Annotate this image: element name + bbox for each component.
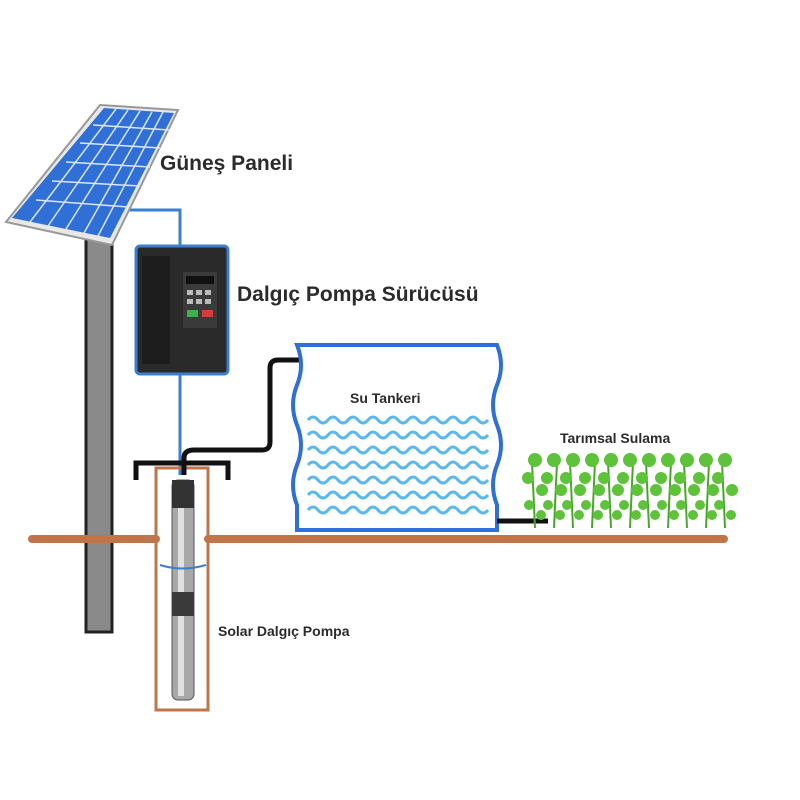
plant-leaf: [636, 472, 648, 484]
plant-leaf: [585, 453, 599, 467]
plant-leaf: [543, 500, 553, 510]
plant-leaf: [579, 472, 591, 484]
water-pipe: [181, 357, 322, 475]
plant-leaf: [712, 472, 724, 484]
plant-leaf: [631, 484, 643, 496]
label-pump-driver: Dalgıç Pompa Sürücüsü: [237, 283, 479, 306]
water-wave: [306, 415, 490, 425]
plant-leaf: [674, 472, 686, 484]
submersible-pump-icon: [171, 479, 195, 701]
plant-stem: [531, 461, 536, 529]
plant-leaf: [612, 510, 622, 520]
plant-leaf: [600, 500, 610, 510]
label-water-tank: Su Tankeri: [350, 390, 421, 406]
water-tank-icon: [291, 343, 503, 532]
label-solar-pump: Solar Dalgıç Pompa: [218, 623, 350, 639]
solar-panel-icon: [4, 103, 180, 247]
plant-leaf: [707, 484, 719, 496]
plant-leaf: [536, 484, 548, 496]
plant-leaf: [650, 510, 660, 520]
plant-leaf: [726, 510, 736, 520]
plant-leaf: [528, 453, 542, 467]
panel-pole: [84, 226, 114, 634]
plant-leaf: [693, 472, 705, 484]
plant-leaf: [642, 453, 656, 467]
plant-leaf: [631, 510, 641, 520]
plant-leaf: [555, 484, 567, 496]
plant-leaf: [699, 453, 713, 467]
plant-leaf: [688, 510, 698, 520]
plant-leaf: [541, 472, 553, 484]
plant-leaf: [524, 500, 534, 510]
plant-stem: [645, 461, 650, 529]
plant-leaf: [676, 500, 686, 510]
plant-leaf: [695, 500, 705, 510]
plant-leaf: [566, 453, 580, 467]
water-wave: [306, 460, 490, 470]
plant-leaf: [661, 453, 675, 467]
plant-stem: [569, 461, 574, 529]
plants-icon: [522, 453, 738, 529]
plant-stem: [553, 461, 558, 529]
pump-driver-icon: [134, 244, 230, 376]
plant-leaf: [669, 510, 679, 520]
plant-leaf: [547, 453, 561, 467]
plant-leaf: [619, 500, 629, 510]
plant-leaf: [574, 510, 584, 520]
plant-leaf: [655, 472, 667, 484]
plant-leaf: [522, 472, 534, 484]
water-wave: [306, 475, 490, 485]
label-irrigation: Tarımsal Sulama: [560, 430, 671, 446]
plant-leaf: [574, 484, 586, 496]
plant-leaf: [593, 484, 605, 496]
plant-stem: [629, 461, 634, 529]
plant-leaf: [714, 500, 724, 510]
plant-leaf: [680, 453, 694, 467]
plant-leaf: [593, 510, 603, 520]
plant-stem: [607, 461, 612, 529]
plant-leaf: [562, 500, 572, 510]
plant-leaf: [669, 484, 681, 496]
plant-leaf: [707, 510, 717, 520]
plant-leaf: [536, 510, 546, 520]
plant-leaf: [581, 500, 591, 510]
label-solar-panel: Güneş Paneli: [160, 152, 294, 175]
water-wave: [306, 490, 490, 500]
plant-leaf: [726, 484, 738, 496]
water-wave: [306, 445, 490, 455]
plant-leaf: [604, 453, 618, 467]
plant-stem: [591, 461, 596, 529]
plant-leaf: [718, 453, 732, 467]
plant-stem: [721, 461, 726, 529]
water-wave: [306, 430, 490, 440]
plant-leaf: [657, 500, 667, 510]
plant-leaf: [638, 500, 648, 510]
plant-leaf: [688, 484, 700, 496]
plant-leaf: [598, 472, 610, 484]
plant-leaf: [623, 453, 637, 467]
plant-stem: [667, 461, 672, 529]
plant-leaf: [612, 484, 624, 496]
well-ring: [159, 564, 207, 570]
plant-stem: [683, 461, 688, 529]
plant-leaf: [555, 510, 565, 520]
plant-leaf: [617, 472, 629, 484]
plant-leaf: [650, 484, 662, 496]
plant-stem: [705, 461, 710, 529]
water-wave: [306, 505, 490, 515]
plant-leaf: [560, 472, 572, 484]
